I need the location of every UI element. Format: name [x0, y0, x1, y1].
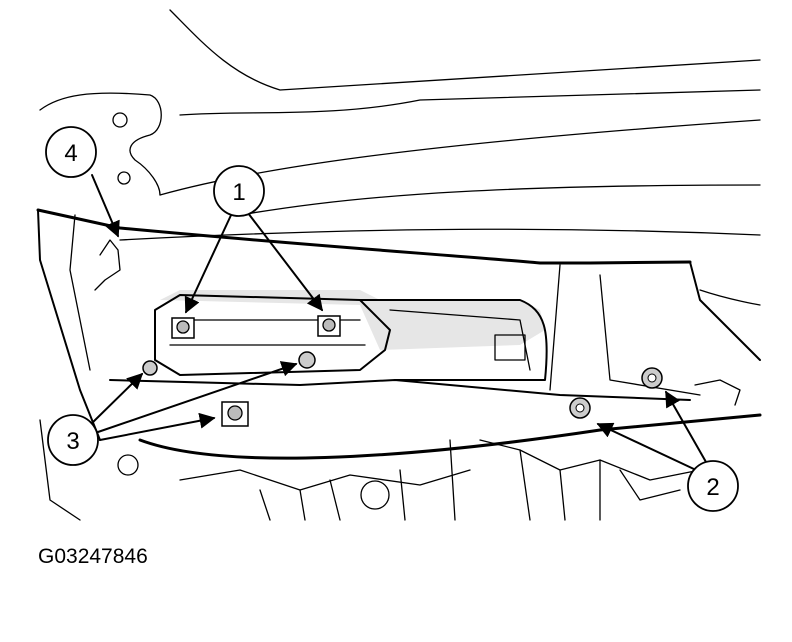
callout-1: 1: [213, 165, 265, 217]
bolt-icon: [641, 367, 663, 389]
callout-3: 3: [47, 414, 99, 466]
bolt-icon: [569, 397, 591, 419]
nut-icon: [298, 351, 316, 369]
panel-structure: [36, 9, 762, 521]
callout-4: 4: [45, 126, 97, 178]
callout-1-label: 1: [232, 179, 245, 206]
fasteners: [112, 112, 663, 427]
figure-id: G03247846: [38, 545, 148, 568]
clip-icon: [112, 112, 131, 185]
callout-3-label: 3: [66, 428, 79, 455]
leader-lines: [89, 174, 707, 471]
nut-icon: [171, 317, 195, 339]
callout-2: 2: [687, 460, 739, 512]
callout-2-label: 2: [706, 474, 719, 501]
nut-icon: [317, 315, 341, 337]
nut-icon: [142, 360, 158, 376]
nut-icon: [221, 401, 249, 427]
callout-4-label: 4: [64, 140, 77, 167]
